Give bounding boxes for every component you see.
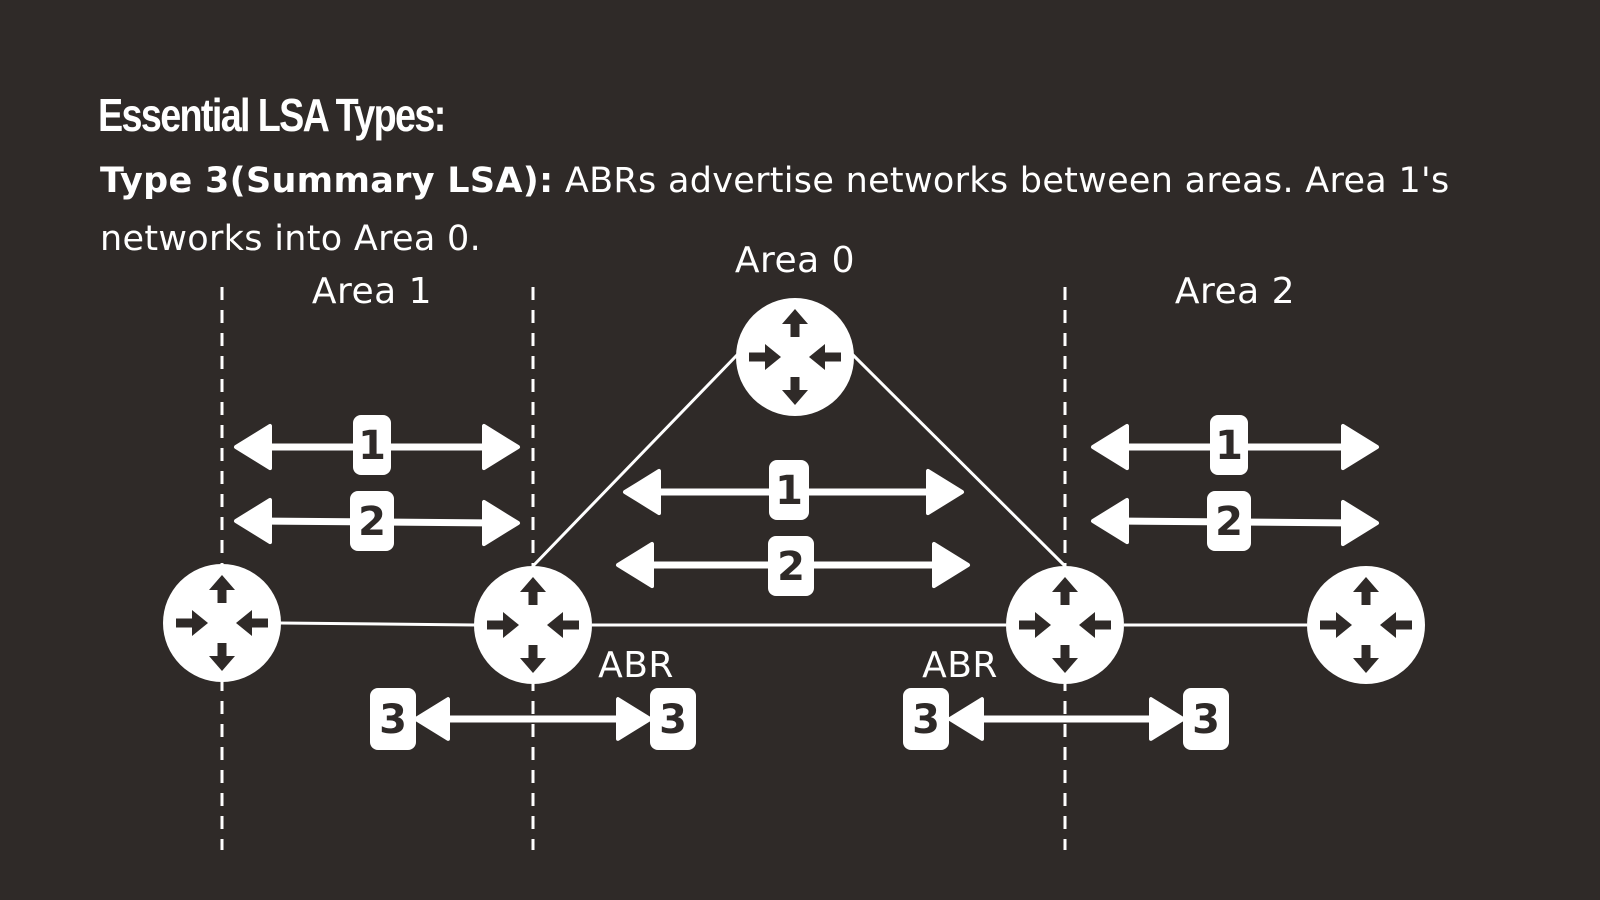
area-1-label: Area 1 xyxy=(312,271,432,312)
lsa-type-number: 1 xyxy=(775,468,803,514)
lsa-type-number: 1 xyxy=(358,423,386,469)
router-icon xyxy=(163,564,281,682)
area-2-label: Area 2 xyxy=(1175,271,1295,312)
area-0-label: Area 0 xyxy=(735,240,855,281)
lsa-type-number: 3 xyxy=(659,697,687,743)
abr-left-type3-arrow xyxy=(414,697,652,741)
page-title: Essential LSA Types: xyxy=(98,89,446,141)
area0-type1-badge: 1 xyxy=(769,460,809,520)
lsa-type-number: 2 xyxy=(358,499,386,545)
abr-left-type3-badge-b: 3 xyxy=(650,688,696,750)
area1-type2-badge: 2 xyxy=(350,491,394,551)
description: Type 3(Summary LSA): ABRs advertise netw… xyxy=(100,152,1580,268)
lsa-type-number: 3 xyxy=(1192,697,1220,743)
abr-right-type3-badge-a: 3 xyxy=(903,688,949,750)
area1-type1-badge: 1 xyxy=(353,415,391,475)
router-icon xyxy=(1006,566,1124,684)
lsa-type-number: 3 xyxy=(912,697,940,743)
lsa-type-number: 2 xyxy=(777,544,805,590)
router-icon xyxy=(1307,566,1425,684)
area1-type2-arrow xyxy=(234,497,520,547)
abr-right-type3-badge-b: 3 xyxy=(1183,688,1229,750)
area2-type2-arrow xyxy=(1091,497,1379,547)
router-icon xyxy=(474,566,592,684)
abr-right-label: ABR xyxy=(922,645,998,686)
area0-type2-badge: 2 xyxy=(768,536,814,596)
lsa-type-number: 3 xyxy=(379,697,407,743)
lsa-type-number: 2 xyxy=(1215,499,1243,545)
area2-type1-badge: 1 xyxy=(1210,415,1248,475)
abr-left-type3-badge-a: 3 xyxy=(370,688,416,750)
abr-right-type3-arrow xyxy=(948,697,1185,741)
lsa-type-number: 1 xyxy=(1215,423,1243,469)
abr-left-label: ABR xyxy=(598,645,674,686)
link-abr1-core xyxy=(531,352,740,568)
area2-type2-badge: 2 xyxy=(1207,491,1251,551)
router-icon xyxy=(736,298,854,416)
description-text: ABRs advertise networks between areas. A… xyxy=(100,161,1450,259)
link-core-abr2 xyxy=(850,352,1067,568)
link-r1-abr1 xyxy=(279,621,476,627)
description-lead: Type 3(Summary LSA): xyxy=(100,161,554,201)
